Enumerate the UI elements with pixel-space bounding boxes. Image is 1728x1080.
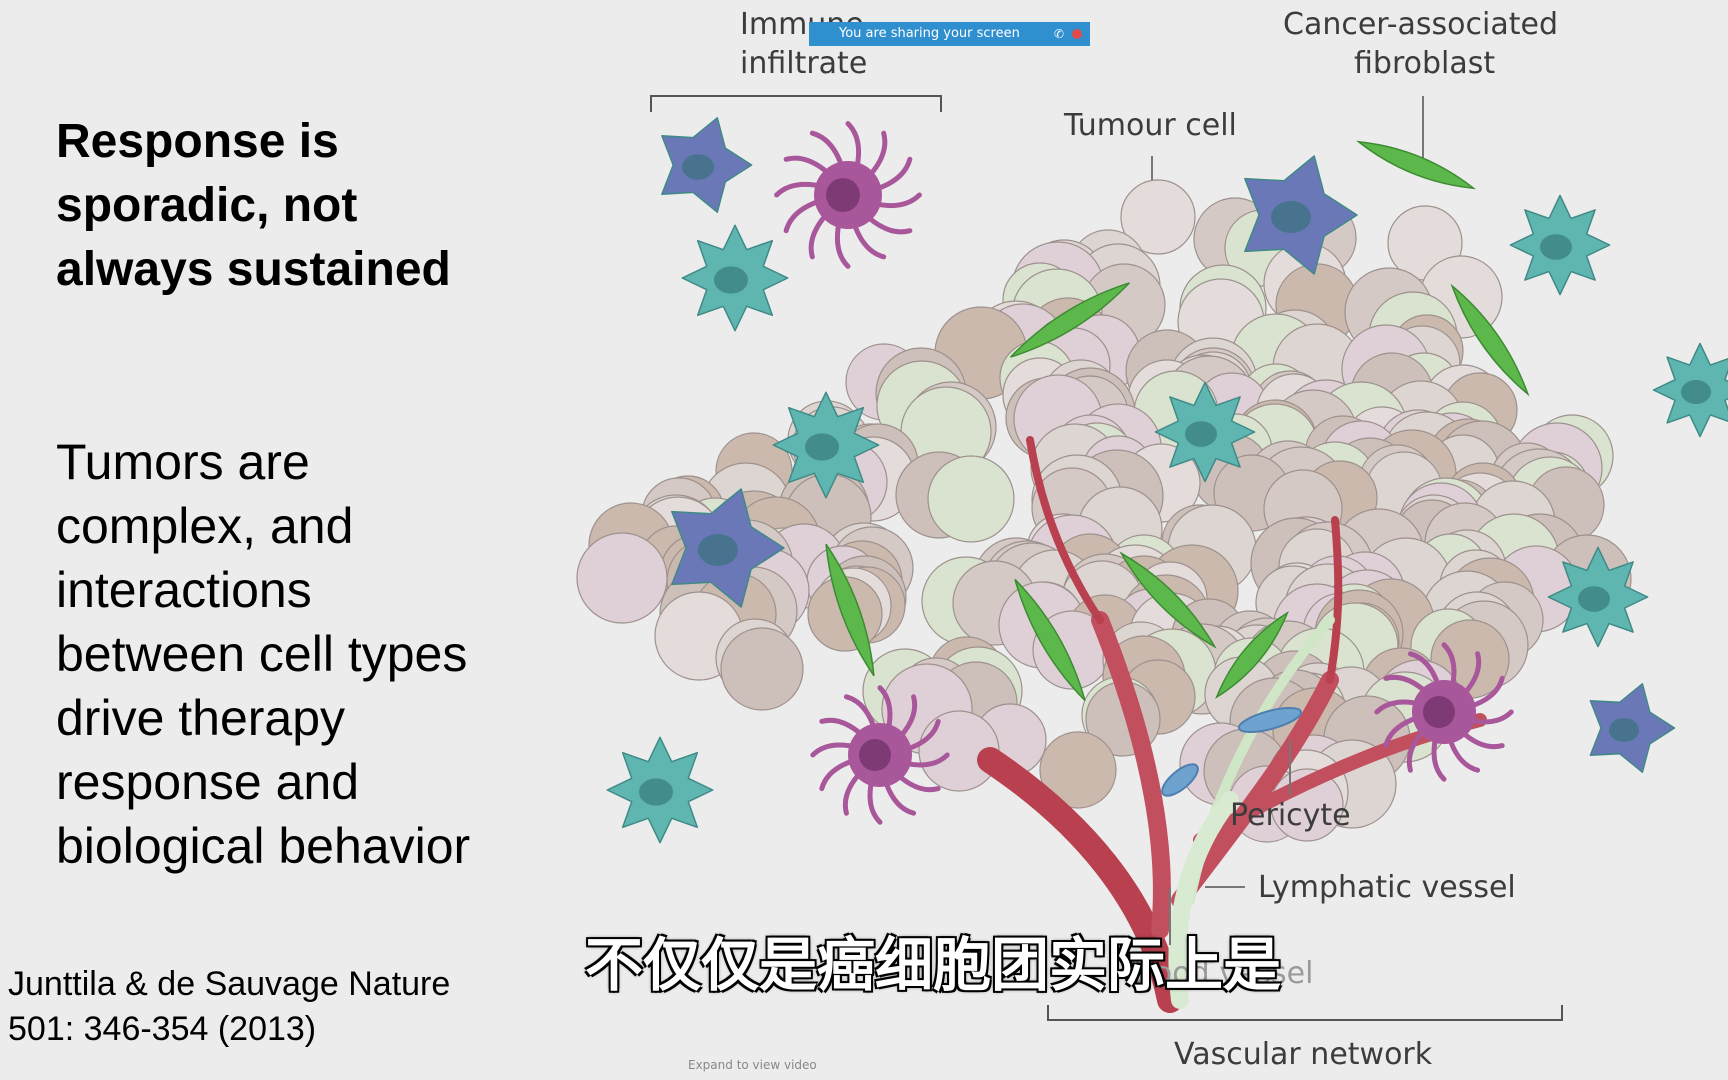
label-blood-vessel: Blood vessel [1125,956,1314,991]
cancer-associated-fibroblast [1356,140,1476,190]
tumour-cell [720,627,804,711]
headline-line: sporadic, not [56,179,358,232]
citation-line: 501: 346-354 (2013) [8,1010,317,1048]
label-lymphatic-vessel: Lymphatic vessel [1258,870,1516,905]
screen-share-text: You are sharing your screen [839,26,1020,41]
phone-icon[interactable]: ✆ [1053,27,1064,41]
cancer-associated-fibroblast [825,543,875,677]
tumour-cell [1120,179,1196,255]
slide-body-text: Tumors are complex, and interactions bet… [56,430,526,878]
headline-line: always sustained [56,243,451,296]
label-tumour-cell: Tumour cell [1064,108,1237,143]
video-subtitle: 不仅仅是癌细胞团实际上是 [585,931,1282,999]
body-line: drive therapy [56,690,346,746]
blood-vessel-network [977,436,1487,1013]
cancer-associated-fibroblast [1450,283,1530,397]
immune-cells-blue [661,117,1676,773]
body-line: response and [56,754,360,810]
cancer-associated-fibroblast [1215,611,1289,699]
immune-cells-purple [774,121,1514,825]
label-pericyte: Pericyte [1230,798,1351,833]
headline-line: Response is [56,115,339,168]
tumour-cell [576,532,668,624]
cancer-associated-fibroblast [1119,551,1217,649]
body-line: biological behavior [56,818,471,874]
body-line: complex, and [56,498,354,554]
body-line: Tumors are [56,434,310,490]
citation-line: Junttila & de Sauvage Nature [8,965,451,1003]
label-caf-line1: Cancer-associated [1283,7,1559,42]
tumour-cell [1039,731,1117,809]
label-vascular-network: Vascular network [1174,1037,1433,1072]
immune-cells-teal [606,194,1728,844]
citation: Junttila & de Sauvage Nature 501: 346-35… [8,962,528,1052]
expand-video-link[interactable]: Expand to view video [688,1058,817,1072]
body-line: between cell types [56,626,468,682]
label-immune-line2: infiltrate [740,46,868,81]
cancer-associated-fibroblast [1014,578,1086,702]
label-caf-line2: fibroblast [1354,46,1496,81]
record-dot-icon [1072,29,1082,39]
slide-headline: Response is sporadic, not always sustain… [56,110,526,302]
pericytes [1161,706,1302,797]
body-line: interactions [56,562,312,618]
fibroblasts [825,140,1530,702]
screen-share-banner[interactable]: You are sharing your screen ✆ [809,22,1090,46]
vascular-bracket [1047,1005,1563,1021]
tumour-cell [927,455,1015,543]
cancer-associated-fibroblast [1010,282,1130,358]
tumour-cell-mass [576,179,1632,843]
immune-bracket [650,95,942,112]
